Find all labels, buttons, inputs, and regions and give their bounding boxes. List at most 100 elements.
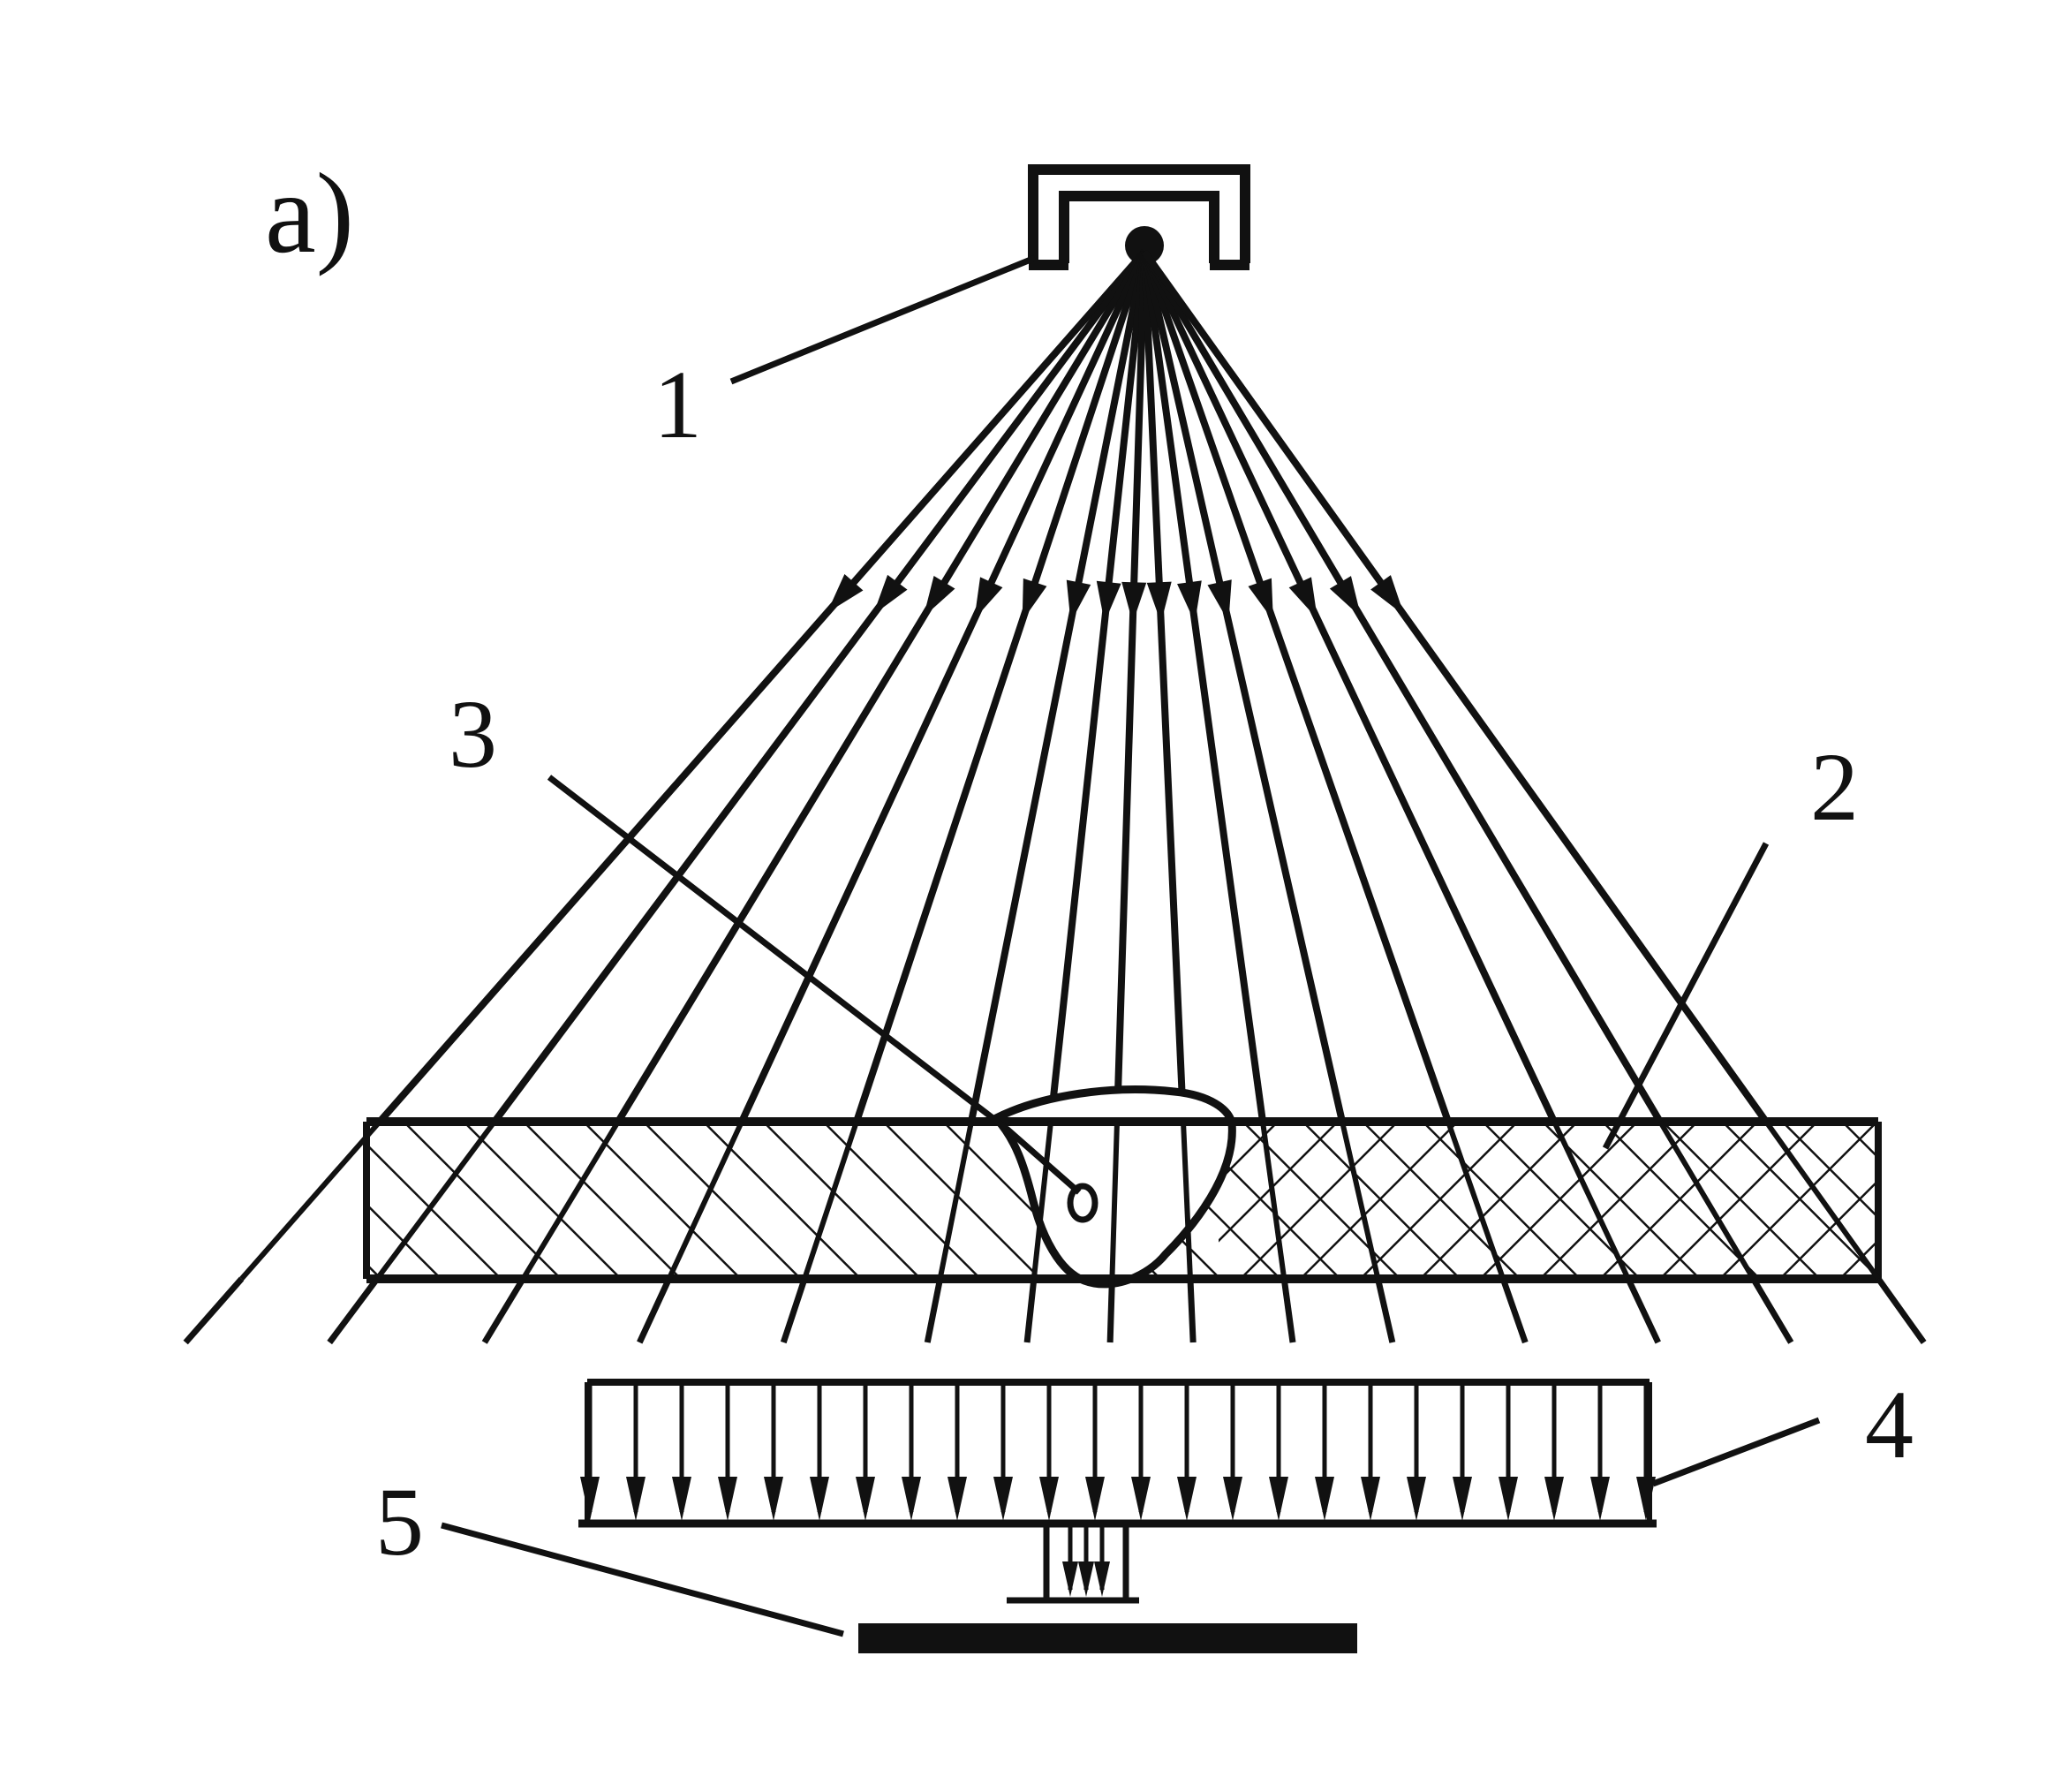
collimator-arrows [580,1382,1656,1597]
xray-fan [376,249,1770,1124]
plate-ray-0 [239,1120,382,1281]
plate-ray-7 [1109,1121,1120,1280]
label-source: 1 [653,351,702,458]
ray-arrow-1 [872,574,908,616]
plate-ray-6 [1031,1121,1053,1280]
ray-2 [615,249,1148,1124]
plate-ray-2 [520,1120,621,1281]
collimator-arrow-14 [1223,1477,1242,1521]
exit-ray-8 [1187,1278,1197,1343]
ray-arrow-4 [1022,578,1047,621]
ray-arrow-11 [1248,578,1273,621]
plate-ray-8 [1181,1121,1193,1280]
collimator-arrow-4 [764,1477,783,1521]
plate-ray-10 [1340,1121,1381,1280]
exit-ray-6 [1023,1278,1038,1343]
exit-ray-1 [327,1276,380,1345]
collimator-arrow-23 [1636,1477,1656,1521]
exit-ray-0 [183,1276,245,1345]
collimator-arrow-15 [1269,1477,1288,1521]
ray-13 [1141,249,1664,1124]
exit-ray-9 [1280,1278,1296,1343]
exit-ray-11 [1499,1277,1529,1344]
ray-arrowheads [827,574,1405,624]
collimator-arrow-21 [1544,1477,1564,1521]
ray-12 [1141,250,1558,1123]
ray-arrow-5 [1066,579,1091,623]
collimator-arrow-13 [1177,1477,1197,1521]
ray-arrow-7 [1121,581,1147,624]
collimator-arrow-16 [1315,1477,1334,1521]
neck-arrow-1 [1078,1561,1094,1597]
collimator-arrow-11 [1085,1477,1105,1521]
ray-arrow-12 [1288,577,1317,619]
exit-ray-14 [1876,1276,1927,1345]
ray-arrow-13 [1329,576,1362,617]
exit-ray-10 [1375,1278,1396,1343]
collimator-arrow-17 [1361,1477,1380,1521]
ray-4 [853,250,1148,1123]
plate-ray-9 [1260,1121,1287,1280]
ray-0 [376,249,1148,1124]
ray-8 [1141,251,1187,1123]
collimator-arrow-6 [856,1477,875,1521]
ray-arrow-0 [827,574,864,613]
ray-5 [968,251,1148,1123]
ray-14 [1141,249,1770,1124]
ray-9 [1141,251,1266,1123]
ray-arrow-8 [1146,581,1172,624]
ray-arrow-6 [1096,580,1121,624]
weld-plate [363,1085,1882,1289]
ray-11 [1141,250,1452,1123]
collimator-arrow-12 [1131,1477,1151,1521]
plate-ray-1 [374,1120,497,1281]
collimator-arrow-3 [718,1477,737,1521]
collimator-arrow-20 [1499,1477,1518,1521]
ray-10 [1141,251,1346,1123]
ray-arrow-2 [923,576,955,617]
xray-tube-housing [1028,164,1250,270]
plate-ray-4 [802,1121,859,1280]
figure-label: a) [265,150,354,277]
collimator-arrow-5 [810,1477,829,1521]
ray-arrow-9 [1177,580,1202,623]
defect-pore [1067,1183,1098,1223]
ray-6 [1047,251,1148,1123]
collimator-arrow-1 [626,1477,646,1521]
exit-ray-5 [924,1278,944,1343]
neck-arrow-0 [1062,1561,1078,1597]
plate-ray-3 [666,1120,744,1281]
plate-ray-12 [1551,1120,1631,1281]
label-film: 5 [375,1468,424,1576]
exit-ray-13 [1750,1277,1794,1344]
neck-arrow-2 [1094,1561,1110,1597]
ray-1 [491,249,1148,1124]
label-defect: 3 [449,680,497,788]
collimator-arrow-19 [1453,1477,1472,1521]
collimator-arrow-22 [1590,1477,1610,1521]
collimator-arrow-8 [948,1477,967,1521]
exit-ray-7 [1106,1278,1115,1343]
plate-ray-13 [1657,1120,1756,1281]
collimator-arrow-9 [993,1477,1013,1521]
label-collimator: 4 [1865,1371,1914,1478]
exit-ray-2 [481,1277,526,1344]
collimator-arrow-0 [580,1477,600,1521]
exit-rays [183,1120,1927,1345]
exit-ray-3 [637,1277,672,1344]
radiation-source-point [1125,226,1164,265]
leader-lines [441,254,1821,1637]
plate-ray-5 [937,1121,974,1280]
collimator-arrow-2 [672,1477,691,1521]
ray-7 [1114,251,1148,1123]
plate-ray-11 [1446,1121,1506,1280]
exit-ray-4 [780,1277,808,1344]
ray-3 [738,250,1148,1123]
collimator-arrow-10 [1039,1477,1059,1521]
collimator [578,1379,1657,1604]
collimator-arrow-18 [1407,1477,1426,1521]
plate-ray-14 [1763,1120,1881,1281]
ray-arrow-3 [974,577,1003,620]
label-weld-plate: 2 [1810,733,1859,841]
